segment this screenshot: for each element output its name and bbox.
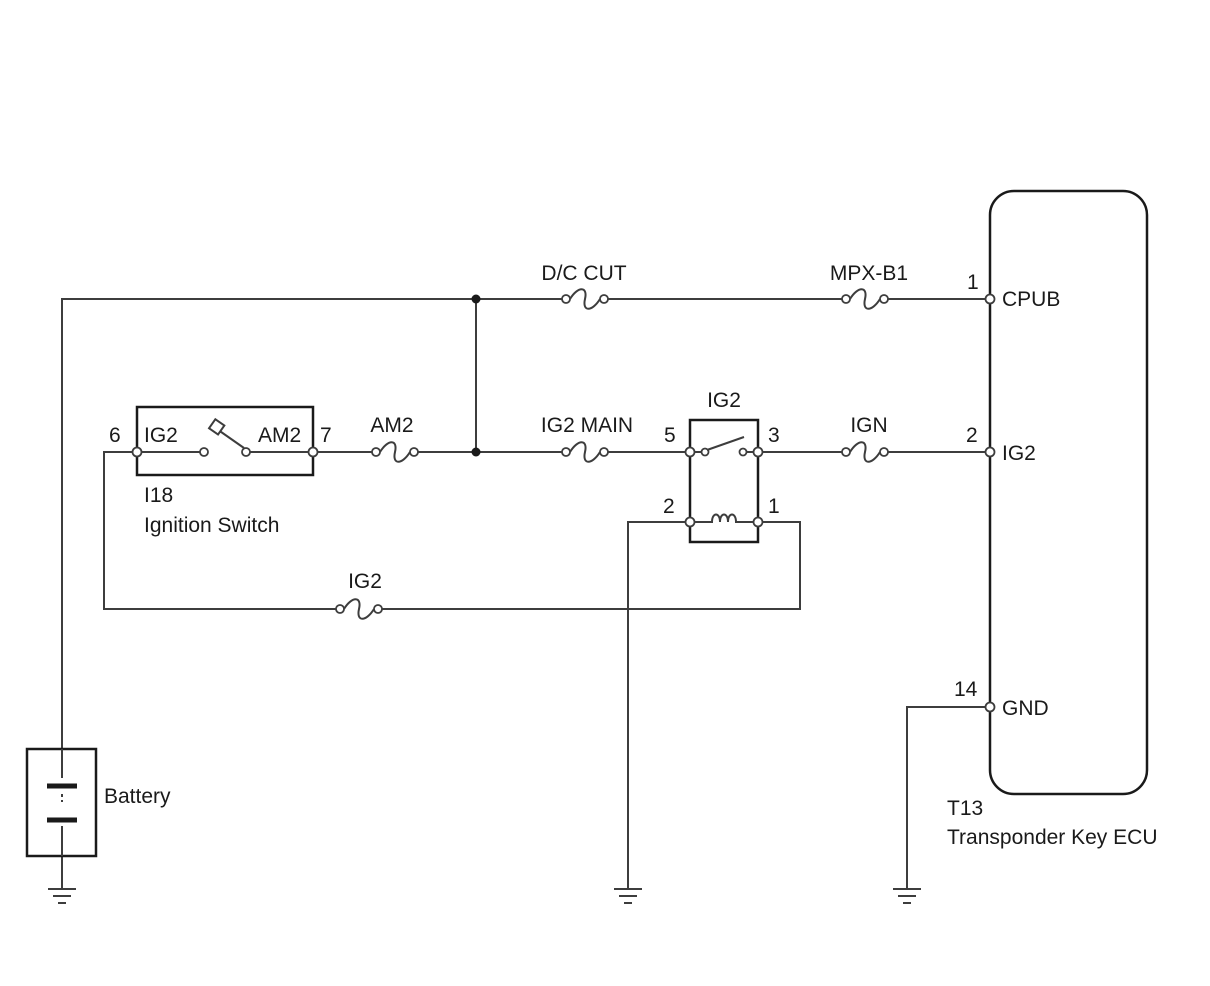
wire-ig2-loop — [103, 451, 801, 610]
pin-number-6: 6 — [109, 424, 121, 447]
junction-dot-top — [471, 294, 481, 304]
wire-ecu-ground — [906, 706, 986, 888]
ecu-pin-14-number: 14 — [954, 678, 978, 701]
relay-contact-arm — [706, 436, 745, 451]
ecu-pin-2-name: IG2 — [1002, 442, 1036, 465]
ground-icon — [614, 888, 642, 904]
junction-dot-middle — [471, 447, 481, 457]
terminal-label-am2: AM2 — [258, 424, 301, 447]
relay-pin-5-connector — [684, 446, 696, 458]
relay-pin-3: 3 — [768, 424, 780, 447]
fuse-mpx-b1: MPX-B1 — [830, 262, 908, 310]
wire-relay-ground — [627, 521, 688, 888]
fuse-ign: IGN — [841, 414, 889, 463]
relay-pin-1: 1 — [768, 495, 780, 518]
terminal-label-ig2: IG2 — [144, 424, 178, 447]
ecu-code: T13 — [947, 797, 983, 820]
ignition-switch-code: I18 — [144, 484, 173, 507]
fuse-ig2-lower: IG2 — [335, 570, 383, 620]
pin-number-7: 7 — [320, 424, 332, 447]
relay-pin-1-connector — [752, 516, 764, 528]
fuse-dc-cut: D/C CUT — [541, 262, 627, 310]
ignition-switch: 6 IG2 AM2 7 I18 Ignition Switch — [109, 405, 332, 537]
pin-6-connector — [131, 446, 143, 458]
ecu-name: Transponder Key ECU — [947, 826, 1157, 849]
ecu-pin-1-number: 1 — [967, 271, 979, 294]
relay-label: IG2 — [707, 389, 741, 412]
fuse-label-ig2-lower: IG2 — [348, 570, 382, 593]
ground-icon — [893, 888, 921, 904]
relay-box — [688, 418, 760, 544]
battery-label: Battery — [104, 785, 171, 808]
relay-pin-5: 5 — [664, 424, 676, 447]
relay-coil — [694, 513, 754, 523]
ecu-pin-1-name: CPUB — [1002, 288, 1060, 311]
fuse-label-ign: IGN — [850, 414, 887, 437]
transponder-key-ecu: 1 CPUB 2 IG2 14 GND T13 Transponder Key … — [947, 189, 1157, 849]
wires — [61, 298, 986, 888]
ig2-relay: IG2 5 3 2 1 — [663, 389, 780, 544]
ecu-pin-1-connector — [984, 293, 996, 305]
relay-pin-2-connector — [684, 516, 696, 528]
battery: Battery — [25, 747, 171, 858]
fuse-label-dc-cut: D/C CUT — [541, 262, 626, 285]
wire-battery-cpub — [61, 298, 986, 748]
fuse-label-mpx-b1: MPX-B1 — [830, 262, 908, 285]
ignition-switch-name: Ignition Switch — [144, 514, 279, 537]
relay-pin-3-connector — [752, 446, 764, 458]
fuse-am2: AM2 — [370, 414, 419, 463]
ground-icon — [48, 888, 76, 904]
ecu-pin-2-number: 2 — [966, 424, 978, 447]
relay-pin-2: 2 — [663, 495, 675, 518]
ecu-pin-2-connector — [984, 446, 996, 458]
fuse-label-am2: AM2 — [370, 414, 413, 437]
fuse-ig2-main: IG2 MAIN — [541, 414, 633, 463]
ecu-box — [988, 189, 1149, 796]
ignition-switch-box — [135, 405, 315, 477]
fuse-label-ig2-main: IG2 MAIN — [541, 414, 633, 437]
ecu-pin-14-name: GND — [1002, 697, 1049, 720]
ecu-pin-14-connector — [984, 701, 996, 713]
pin-7-connector — [307, 446, 319, 458]
